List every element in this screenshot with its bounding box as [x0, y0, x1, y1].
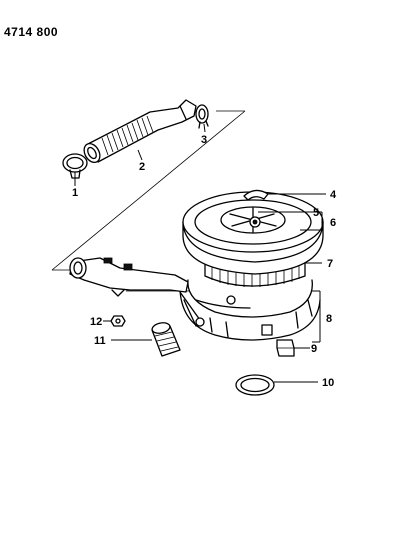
hose-clamp-part-3 — [195, 104, 209, 129]
callout-10: 10 — [322, 377, 334, 389]
callout-3: 3 — [201, 134, 207, 146]
callout-5: 5 — [313, 207, 319, 219]
air-cleaner-housing-part-8 — [69, 257, 321, 341]
callout-1: 1 — [72, 187, 78, 199]
nut-part-12 — [110, 315, 126, 327]
callout-11: 11 — [94, 335, 106, 347]
gasket-part-10 — [235, 374, 275, 396]
callout-8: 8 — [326, 313, 332, 325]
callout-labels: 1 2 3 4 5 6 7 8 9 10 11 12 — [72, 134, 337, 389]
callout-9: 9 — [311, 343, 317, 355]
pad-part-9 — [276, 339, 295, 357]
wing-nut-part-4 — [243, 189, 269, 201]
cover-part-6 — [182, 191, 324, 275]
callout-2: 2 — [139, 161, 145, 173]
callout-7: 7 — [327, 258, 333, 270]
callout-4: 4 — [330, 189, 337, 201]
leader-lines — [74, 123, 326, 383]
figure-code: 4714 800 — [4, 25, 58, 39]
callout-12: 12 — [90, 316, 102, 328]
intake-hose-part-2 — [83, 99, 197, 163]
short-hose-part-11 — [151, 322, 181, 357]
callout-6: 6 — [330, 217, 336, 229]
